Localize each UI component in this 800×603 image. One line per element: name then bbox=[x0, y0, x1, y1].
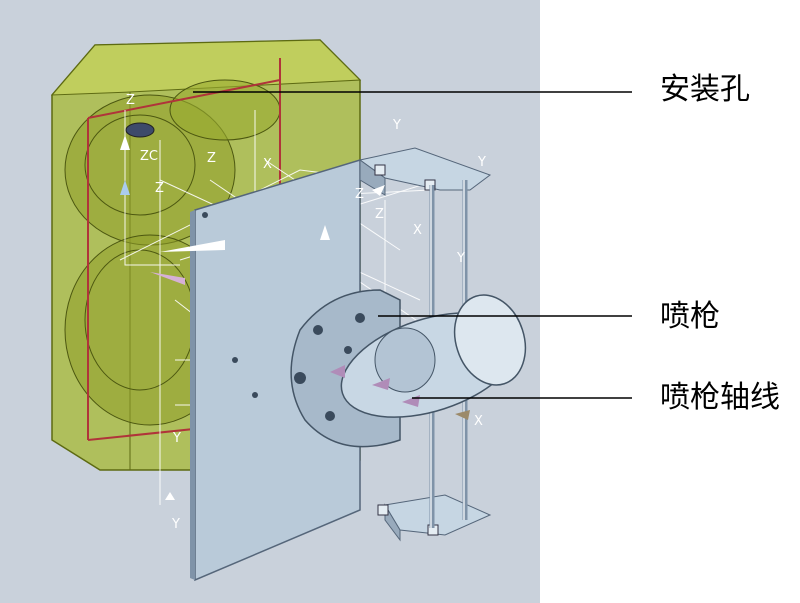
axis-letter: Z bbox=[375, 207, 384, 222]
axis-letter: Y bbox=[456, 251, 465, 266]
axis-letter: X bbox=[263, 157, 272, 172]
axis-letter: Z bbox=[207, 151, 216, 166]
spray-gun bbox=[290, 289, 527, 448]
mount-plate bbox=[190, 158, 361, 582]
axis-letter: Y bbox=[392, 118, 401, 133]
axis-letter: X bbox=[474, 414, 483, 429]
axis-letter: Y bbox=[477, 155, 486, 170]
label-spray-gun: 喷枪 bbox=[660, 299, 720, 334]
axis-cones bbox=[120, 135, 470, 500]
top-bracket bbox=[358, 147, 492, 196]
callout-lines bbox=[193, 91, 632, 399]
axis-letter: Y bbox=[171, 517, 180, 532]
axis-letter: Z bbox=[355, 187, 364, 202]
axis-letter: X bbox=[413, 223, 422, 238]
axis-letter: Y bbox=[172, 431, 181, 446]
axis-letter: Z bbox=[155, 181, 164, 196]
label-area bbox=[540, 0, 800, 603]
label-mount-hole: 安装孔 bbox=[660, 72, 750, 107]
axis-letters: Z Z Z ZC Z Y Y Z Y Y Y X X X bbox=[126, 93, 486, 532]
label-spray-gun-axis: 喷枪轴线 bbox=[660, 380, 780, 415]
axis-letter: Z bbox=[126, 93, 135, 108]
axis-letter: ZC bbox=[140, 149, 158, 164]
